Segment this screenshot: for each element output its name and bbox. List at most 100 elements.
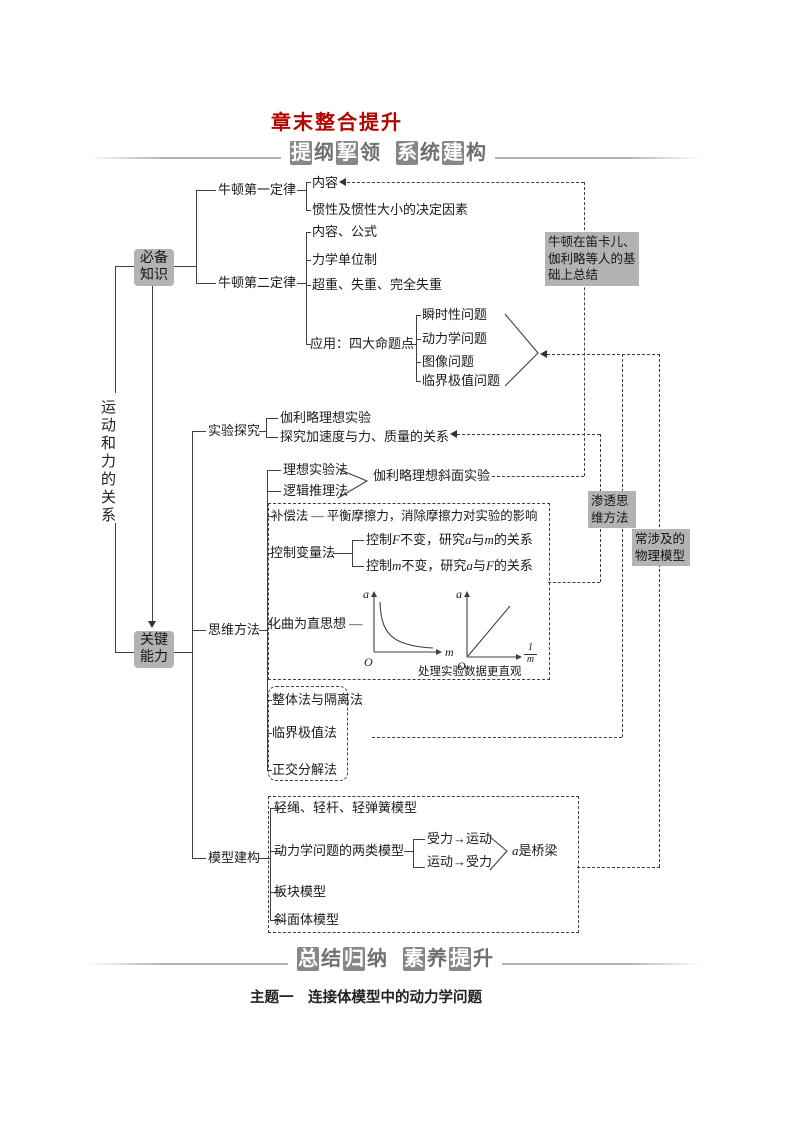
dashed-link-incline-experiment: [492, 476, 584, 477]
trunk-to-knowledge: [115, 266, 134, 267]
cf-var-F: F: [392, 532, 400, 547]
tick-logic-method: [267, 491, 281, 492]
cm-part: 不变，研究: [401, 558, 467, 573]
graph1-origin-label: O: [364, 655, 373, 669]
tick-control: [267, 553, 272, 554]
leaf-incline-body-model: 斜面体模型: [274, 912, 340, 927]
application-bracket-h: [409, 344, 416, 345]
leaf-force-to-motion: 受力→运动: [427, 831, 493, 846]
cm-part: 控制: [366, 558, 393, 573]
leaf-a-is-bridge: a是桥梁: [512, 843, 558, 858]
tick-n1-content: [306, 182, 311, 183]
tick-problem-4: [416, 381, 421, 382]
newton1-bracket-h: [297, 190, 306, 191]
banner-phrase-xitongjiangou: 系统建构: [395, 141, 487, 165]
leaf-compensation-method: 补偿法 — 平衡摩擦力，消除摩擦力对实验的影响: [271, 509, 538, 523]
tick-model-4: [270, 920, 283, 921]
knowledge-bracket-v: [196, 190, 197, 283]
cm-part: 的关系: [493, 558, 533, 573]
twotypes-bracket-h: [404, 851, 413, 852]
cm-part: 与: [472, 558, 486, 573]
banner-char: 统: [420, 142, 440, 164]
tick-thinking: [192, 630, 206, 631]
arrowhead-to-content: [339, 178, 346, 186]
leaf-ideal-experiment-method: 理想实验法: [283, 462, 349, 477]
tick-motion-force: [413, 867, 425, 868]
dashed-link-method-box: [548, 582, 600, 583]
knowledge-branch-h: [171, 266, 196, 267]
banner-char: 总: [297, 947, 319, 971]
tick-model-2: [270, 851, 283, 852]
bottom-banner: 总结归纳 素养提升: [288, 947, 502, 971]
tick-critical: [267, 733, 272, 734]
tick-model-3: [270, 892, 283, 893]
four-problems-chevron: [504, 313, 539, 387]
tick-ideal-method: [267, 470, 281, 471]
cf-part: 的关系: [493, 532, 533, 547]
leaf-linearize-idea: 化曲为直思想 —: [268, 616, 363, 631]
banner-phrase-suyangtisheng: 素养提升: [402, 947, 494, 971]
tick-n2-application: [306, 344, 311, 345]
banner-char: 构: [466, 142, 486, 164]
leaf-problem-graph: 图像问题: [422, 354, 475, 369]
dashed-vertical-critical-method: [622, 354, 623, 737]
arrowhead-to-ability: [148, 621, 156, 628]
leaf-motion-to-force: 运动→受力: [427, 854, 493, 869]
node-key-ability: 关键能力: [134, 631, 174, 669]
banner-char: 养: [427, 948, 447, 970]
graph2-ylabel: a: [456, 587, 462, 601]
leaf-two-types-dynamics: 动力学问题的两类模型: [274, 843, 405, 858]
tick-newton2: [196, 283, 216, 284]
modeling-branch-h: [259, 858, 270, 859]
tick-problem-1: [416, 315, 421, 316]
dashed-link-four-problems: [547, 354, 660, 355]
tick-model-1: [270, 808, 283, 809]
fraction-denominator: m: [524, 653, 537, 666]
tick-control-f: [352, 540, 364, 541]
banner-char: 结: [321, 948, 341, 970]
newton1-bracket-v: [306, 182, 307, 210]
leaf-n1-content: 内容: [312, 175, 339, 190]
leaf-n2-unit-system: 力学单位制: [312, 252, 378, 267]
banner-char: 升: [473, 948, 493, 970]
tick-orthogonal: [267, 770, 272, 771]
banner-char: 系: [396, 141, 418, 165]
node-model-building: 模型建构: [208, 850, 261, 865]
node-thinking-methods: 思维方法: [208, 622, 261, 637]
banner-char: 领: [360, 142, 380, 164]
twotypes-bracket-v: [413, 839, 414, 867]
experiment-bracket-h: [259, 431, 266, 432]
node-newton-second-law: 牛顿第二定律: [218, 275, 297, 290]
control-bracket-v: [352, 540, 353, 566]
leaf-explore-relation: 探究加速度与力、质量的关系: [280, 429, 450, 444]
node-required-knowledge: 必备知识: [134, 249, 174, 287]
control-bracket-h: [333, 553, 352, 554]
leaf-light-rope-rod-spring: 轻绳、轻杆、轻弹簧模型: [274, 800, 418, 815]
banner-char: 素: [403, 947, 425, 971]
ability-branch-h: [171, 652, 192, 653]
leaf-problem-critical: 临界极值问题: [422, 373, 501, 388]
tick-modeling: [192, 858, 206, 859]
trunk-to-ability: [115, 652, 134, 653]
thinking-methods-dashed-box: [268, 503, 550, 680]
graph2-origin-label: O: [457, 659, 466, 673]
leaf-n2-weightlessness: 超重、失重、完全失重: [312, 277, 443, 292]
tick-galileo-ideal: [266, 418, 278, 419]
graph-caption: 处理实验数据更直观: [418, 666, 522, 678]
leaf-critical-extreme-method: 临界极值法: [272, 725, 338, 740]
tick-linearize: [267, 624, 272, 625]
tick-n2-weight: [306, 285, 311, 286]
graph1-xlabel: m: [445, 645, 454, 659]
leaf-n2-application: 应用：四大命题点: [310, 336, 415, 351]
tick-holistic: [267, 700, 272, 701]
leaf-block-slab-model: 板块模型: [274, 884, 327, 899]
tick-n1-inertia: [306, 210, 311, 211]
tick-n2-content: [306, 232, 311, 233]
banner-char: 挈: [336, 141, 358, 165]
banner-char: 纲: [314, 142, 334, 164]
graph1-ylabel: a: [363, 587, 369, 601]
cm-var-a: a: [466, 558, 473, 573]
dashed-link-model-box: [577, 867, 660, 868]
tick-newton1: [196, 190, 216, 191]
